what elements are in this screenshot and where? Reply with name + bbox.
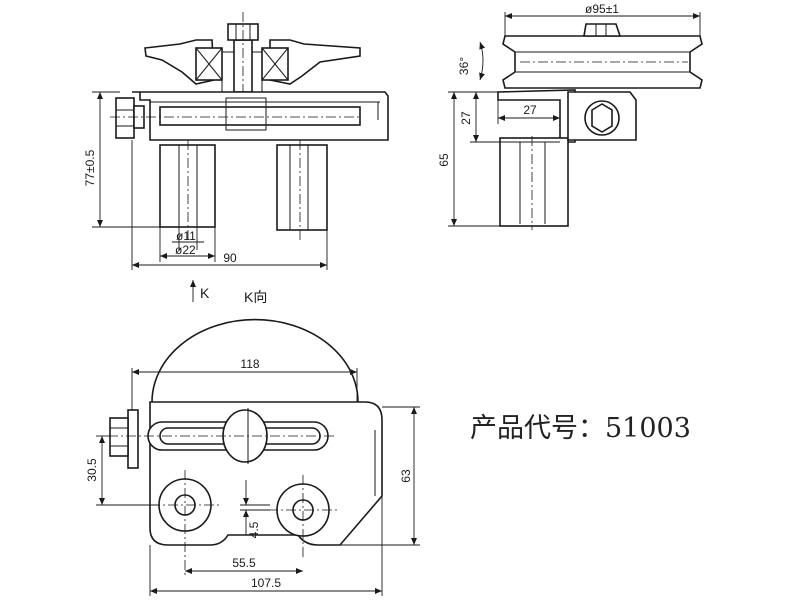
k-view: 118 30.5 63 4.5 55.5 107.5: [85, 318, 420, 596]
dim-ø22: ø22: [175, 243, 196, 257]
dim-63: 63: [399, 469, 413, 483]
dim-55-5: 55.5: [232, 556, 256, 570]
dim-ø11: ø11: [176, 229, 196, 243]
adjust-rod: [159, 106, 361, 126]
dim-77: 77±0.5: [83, 149, 97, 186]
dim-107-5: 107.5: [251, 576, 281, 590]
dim-27-v: 27: [459, 111, 473, 125]
side-post: [499, 137, 569, 227]
product-code: 产品代号：51003: [470, 413, 691, 444]
k-bolt-head: [109, 417, 129, 457]
side-bolt-hex: [591, 103, 613, 133]
dim-36deg: 36°: [457, 57, 471, 75]
k-nut: [127, 409, 139, 469]
pulley-section-right: [269, 39, 361, 85]
view-label: K向: [244, 289, 267, 305]
front-view: 77±0.5 ø11 ø22 90 K K向: [83, 12, 389, 305]
dim-ø95: ø95±1: [585, 2, 619, 16]
post-right: [276, 144, 328, 231]
adjust-bolt-head: [115, 97, 135, 139]
post-left: [159, 144, 216, 228]
dim-30-5: 30.5: [85, 458, 99, 482]
slider-block: [225, 97, 267, 131]
side-view: ø95±1 36° 27 27 65: [437, 2, 703, 230]
dim-65: 65: [437, 153, 451, 167]
dim-4-5: 4.5: [247, 521, 261, 538]
dim-90: 90: [223, 251, 237, 265]
dim-27-h: 27: [523, 103, 537, 117]
dim-118: 118: [240, 357, 259, 371]
pulley-outline-k: [151, 318, 359, 403]
view-arrow-label: K: [200, 285, 210, 301]
pulley-nut: [583, 23, 622, 37]
